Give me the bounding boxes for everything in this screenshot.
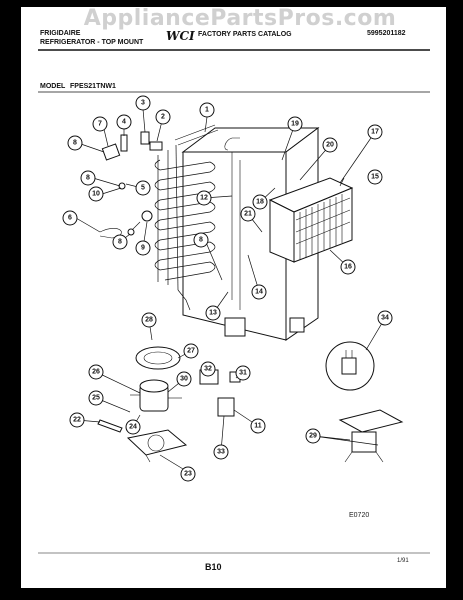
brand-name: FRIGIDAIRE xyxy=(40,30,81,37)
callout-26: 26 xyxy=(88,364,104,380)
page-number: B10 xyxy=(205,562,222,572)
callout-33: 33 xyxy=(213,444,229,460)
callout-1: 1 xyxy=(199,102,215,118)
svg-text:3: 3 xyxy=(141,100,145,107)
callout-4: 4 xyxy=(116,114,132,130)
svg-text:15: 15 xyxy=(371,174,379,181)
catalog-title: FACTORY PARTS CATALOG xyxy=(198,31,292,38)
evaporator xyxy=(268,177,354,263)
svg-text:12: 12 xyxy=(200,195,208,202)
svg-text:8: 8 xyxy=(118,239,122,246)
callout-19: 19 xyxy=(287,116,303,132)
top-tubing xyxy=(174,124,219,146)
model-number: FPES21TNW1 xyxy=(70,83,116,90)
svg-text:32: 32 xyxy=(204,366,212,373)
thermostat-parts xyxy=(99,131,163,239)
callout-12: 12 xyxy=(196,190,212,206)
svg-text:20: 20 xyxy=(326,142,334,149)
callout-17: 17 xyxy=(367,124,383,140)
model-label: MODEL xyxy=(40,83,66,90)
svg-text:11: 11 xyxy=(254,423,262,430)
fan-bracket xyxy=(126,429,188,463)
svg-text:7: 7 xyxy=(98,121,102,128)
callout-16: 16 xyxy=(340,259,356,275)
svg-text:26: 26 xyxy=(92,369,100,376)
callout-27: 27 xyxy=(183,343,199,359)
svg-text:16: 16 xyxy=(344,264,352,271)
drain-pan xyxy=(135,346,181,370)
callout-2: 2 xyxy=(155,109,171,125)
callout-8b: 8 xyxy=(80,170,96,186)
svg-text:10: 10 xyxy=(92,191,100,198)
svg-text:29: 29 xyxy=(309,433,317,440)
svg-text:8: 8 xyxy=(73,140,77,147)
watermark: AppliancePartsPros.com xyxy=(83,6,397,31)
svg-text:8: 8 xyxy=(199,237,203,244)
callout-28: 28 xyxy=(141,312,157,328)
svg-text:22: 22 xyxy=(73,417,81,424)
callout-13: 13 xyxy=(205,305,221,321)
callout-30: 30 xyxy=(176,371,192,387)
svg-text:27: 27 xyxy=(187,348,195,355)
callout-20: 20 xyxy=(322,137,338,153)
detail-inset xyxy=(325,341,375,391)
callout-11: 11 xyxy=(250,418,266,434)
callout-7: 7 xyxy=(92,116,108,132)
callout-34: 34 xyxy=(377,310,393,326)
svg-text:28: 28 xyxy=(145,317,153,324)
callout-21: 21 xyxy=(240,206,256,222)
callout-14: 14 xyxy=(251,284,267,300)
callout-8c: 8 xyxy=(112,234,128,250)
svg-text:8: 8 xyxy=(86,175,90,182)
callout-29: 29 xyxy=(305,428,321,444)
svg-text:18: 18 xyxy=(256,199,264,206)
callout-6: 6 xyxy=(62,210,78,226)
svg-text:33: 33 xyxy=(217,449,225,456)
svg-text:17: 17 xyxy=(371,129,379,136)
svg-text:34: 34 xyxy=(381,315,389,322)
svg-text:31: 31 xyxy=(239,370,247,377)
callout-9: 9 xyxy=(135,240,151,256)
revision-date: 1/91 xyxy=(397,558,409,564)
callout-24: 24 xyxy=(125,419,141,435)
svg-text:13: 13 xyxy=(209,310,217,317)
callout-18: 18 xyxy=(252,194,268,210)
svg-text:14: 14 xyxy=(255,289,263,296)
product-line: REFRIGERATOR - TOP MOUNT xyxy=(40,39,144,46)
callout-32: 32 xyxy=(200,361,216,377)
svg-text:24: 24 xyxy=(129,424,137,431)
callout-10: 10 xyxy=(88,186,104,202)
svg-text:25: 25 xyxy=(92,395,100,402)
compressor xyxy=(130,379,182,412)
svg-text:1: 1 xyxy=(205,107,209,114)
svg-text:19: 19 xyxy=(291,121,299,128)
svg-text:9: 9 xyxy=(141,245,145,252)
svg-text:4: 4 xyxy=(122,119,126,126)
callout-31: 31 xyxy=(235,365,251,381)
callout-15: 15 xyxy=(367,169,383,185)
wci-logo: WCI xyxy=(166,29,195,43)
callout-23: 23 xyxy=(180,466,196,482)
svg-text:6: 6 xyxy=(68,215,72,222)
svg-text:23: 23 xyxy=(184,471,192,478)
filter-dryer xyxy=(97,419,123,433)
catalog-number: 5995201182 xyxy=(367,30,406,37)
callout-5: 5 xyxy=(135,180,151,196)
svg-text:5: 5 xyxy=(141,185,145,192)
svg-text:30: 30 xyxy=(180,376,188,383)
callout-25: 25 xyxy=(88,390,104,406)
drain-hose-inner xyxy=(112,293,166,383)
diagram-code: E0720 xyxy=(349,512,370,519)
fan-motor xyxy=(338,409,404,463)
relay-overload xyxy=(199,369,241,417)
svg-text:21: 21 xyxy=(244,211,252,218)
callout-22: 22 xyxy=(69,412,85,428)
callout-8a: 8 xyxy=(67,135,83,151)
callout-8d: 8 xyxy=(193,232,209,248)
condenser-coil xyxy=(154,144,216,311)
callout-3: 3 xyxy=(135,95,151,111)
svg-text:2: 2 xyxy=(161,114,165,121)
